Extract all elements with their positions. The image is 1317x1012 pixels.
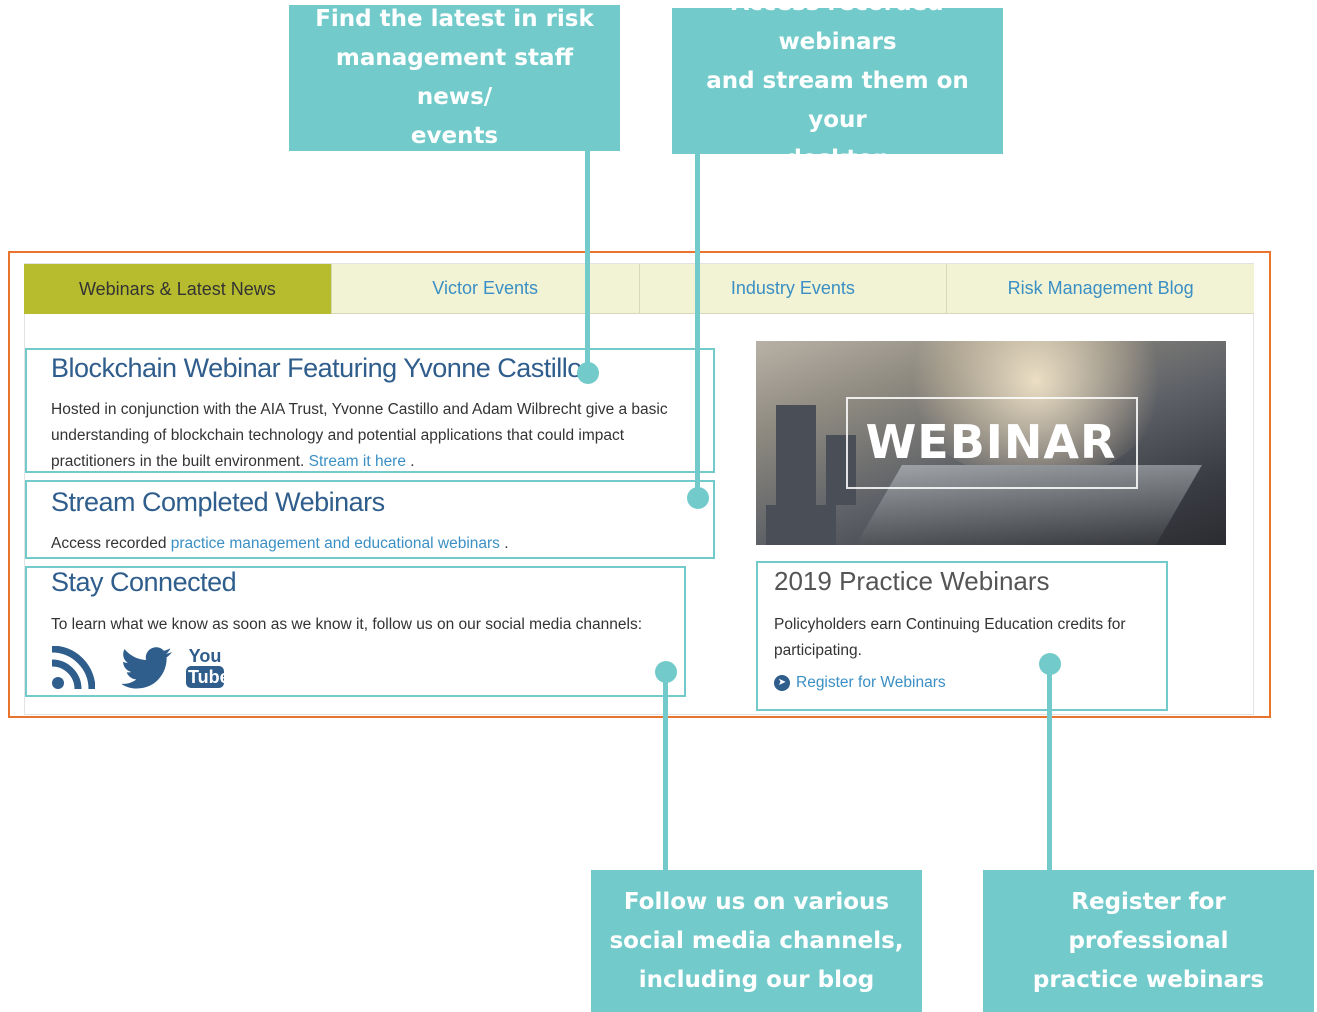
connector-dot-news	[577, 362, 599, 384]
connector-social	[663, 672, 668, 870]
practice-webinars-title: 2019 Practice Webinars	[774, 566, 1050, 596]
connector-news	[585, 151, 590, 373]
image-building	[826, 435, 856, 505]
stream-title[interactable]: Stream Completed Webinars	[51, 487, 385, 517]
callout-social-text: Follow us on various social media channe…	[609, 888, 904, 993]
stream-body: Access recorded practice management and …	[51, 531, 711, 557]
stay-connected-body: To learn what we know as soon as we know…	[51, 616, 643, 633]
webinar-image-text: WEBINAR	[865, 415, 1117, 469]
tab-victor-events[interactable]: Victor Events	[331, 264, 640, 314]
highlight-connected	[25, 566, 686, 697]
connector-webinars	[695, 154, 700, 498]
register-webinars-link[interactable]: ➤ Register for Webinars	[774, 674, 946, 692]
tab-label: Victor Events	[432, 278, 538, 298]
tab-label: Webinars & Latest News	[78, 278, 276, 299]
tab-bar: Webinars & Latest News Victor Events Ind…	[24, 264, 1254, 314]
youtube-you-text: You	[188, 646, 222, 666]
blockchain-body-text: Hosted in conjunction with the AIA Trust…	[51, 401, 668, 470]
tab-industry-events[interactable]: Industry Events	[639, 264, 948, 314]
connector-dot-webinars	[687, 487, 709, 509]
blockchain-body: Hosted in conjunction with the AIA Trust…	[51, 397, 711, 475]
image-frame	[846, 397, 1138, 489]
tab-webinars-latest-news[interactable]: Webinars & Latest News	[24, 264, 332, 314]
callout-social: Follow us on various social media channe…	[591, 870, 922, 1012]
connector-dot-register	[1039, 653, 1061, 675]
arrow-right-icon: ➤	[774, 675, 790, 691]
connector-register	[1047, 664, 1052, 870]
highlight-frame	[8, 251, 1271, 718]
practice-webinars-body: Policyholders earn Continuing Education …	[774, 616, 1126, 659]
tab-label: Industry Events	[730, 278, 855, 298]
tab-label: Risk Management Blog	[1007, 278, 1194, 298]
callout-webinars-text: Access recorded webinars and stream them…	[706, 0, 969, 172]
tab-risk-management-blog[interactable]: Risk Management Blog	[947, 264, 1254, 314]
stay-connected-title: Stay Connected	[51, 567, 237, 597]
register-webinars-label: Register for Webinars	[796, 674, 946, 691]
stream-it-here-link[interactable]: Stream it here	[308, 453, 406, 470]
callout-register-text: Register for professional practice webin…	[1032, 888, 1265, 993]
callout-webinars: Access recorded webinars and stream them…	[672, 0, 1003, 172]
connector-dot-social	[655, 661, 677, 683]
webinar-banner-image[interactable]: WEBINAR	[756, 341, 1226, 545]
image-building	[766, 505, 836, 545]
practice-webinars-link[interactable]: practice management and educational webi…	[170, 535, 500, 552]
highlight-practice-webinars	[756, 561, 1168, 711]
callout-news-text: Find the latest in risk management staff…	[315, 6, 594, 149]
callout-news: Find the latest in risk management staff…	[289, 5, 620, 151]
youtube-icon[interactable]: You Tube	[186, 646, 230, 688]
highlight-stream	[25, 480, 715, 559]
youtube-tube-text: Tube	[186, 666, 230, 688]
rss-icon[interactable]	[51, 645, 96, 695]
stream-body-suffix: .	[504, 535, 509, 552]
blockchain-body-suffix: .	[410, 453, 415, 470]
blockchain-title[interactable]: Blockchain Webinar Featuring Yvonne Cast…	[51, 353, 582, 383]
callout-register: Register for professional practice webin…	[983, 870, 1314, 1012]
twitter-icon[interactable]	[120, 646, 174, 695]
highlight-blockchain	[25, 348, 715, 473]
stream-body-prefix: Access recorded	[51, 535, 167, 552]
image-building	[776, 405, 816, 505]
